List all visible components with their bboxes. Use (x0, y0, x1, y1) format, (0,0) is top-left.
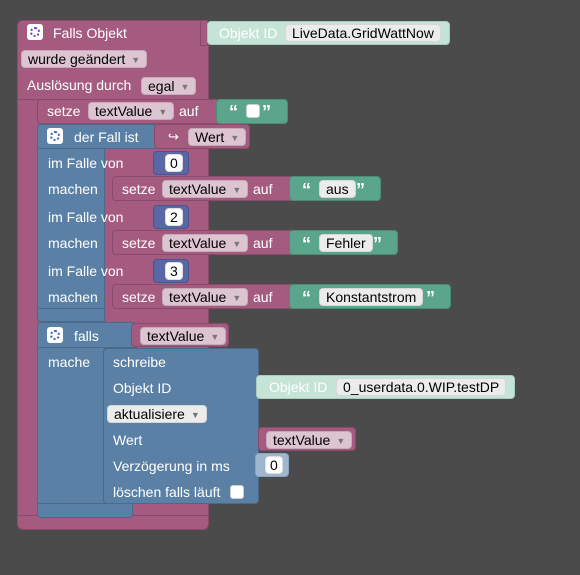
case-set-variable-label-2: textValue (169, 235, 227, 251)
case-label-2: im Falle von (48, 209, 124, 225)
write-mode-dropdown[interactable]: aktualisiere ▼ (107, 405, 207, 423)
chevron-down-icon: ▼ (190, 410, 200, 420)
close-quote-icon: ” (262, 102, 271, 122)
open-quote-icon: “ (229, 102, 238, 122)
set-initial-variable-dropdown[interactable]: textValue ▼ (88, 102, 175, 120)
case-text-2[interactable]: Fehler (319, 234, 373, 252)
case-do-label-1: machen (48, 181, 98, 197)
case-set-auf-3: auf (253, 289, 273, 305)
set-initial-auf: auf (179, 103, 199, 119)
case-label-3: im Falle von (48, 263, 124, 279)
if-block[interactable] (37, 322, 105, 518)
case-value-1[interactable]: 0 (165, 154, 183, 172)
write-block[interactable] (103, 348, 259, 504)
gear-icon[interactable] (47, 128, 63, 144)
gear-icon[interactable] (27, 24, 43, 40)
close-quote-icon: ” (426, 288, 435, 308)
case-set-variable-label-3: textValue (169, 289, 227, 305)
chevron-down-icon: ▼ (232, 239, 242, 249)
write-oid-value[interactable]: 0_userdata.0.WIP.testDP (336, 378, 507, 396)
case-text-1[interactable]: aus (319, 180, 356, 198)
chevron-down-icon: ▼ (232, 185, 242, 195)
case-set-variable-3[interactable]: textValue ▼ (162, 288, 249, 306)
gear-icon[interactable] (47, 327, 63, 343)
case-set-setze-1: setze (122, 181, 156, 197)
case-value-3[interactable]: 3 (165, 262, 183, 280)
switch-block-footer[interactable] (37, 308, 105, 322)
case-do-label-2: machen (48, 235, 98, 251)
write-value-variable-label: textValue (273, 432, 331, 448)
chevron-down-icon: ▼ (158, 107, 168, 117)
trigger-by-dropdown[interactable]: egal ▼ (141, 77, 197, 95)
chevron-down-icon: ▼ (336, 436, 346, 446)
write-value-variable[interactable]: textValue ▼ (266, 431, 353, 449)
empty-text-field[interactable] (246, 104, 260, 118)
write-clear-label: löschen falls läuft (113, 484, 221, 500)
write-mode-label: aktualisiere (114, 406, 185, 422)
write-title: schreibe (113, 354, 166, 370)
case-set-auf-2: auf (253, 235, 273, 251)
if-mache-label: mache (48, 354, 91, 370)
trigger-by-label: Auslösung durch (27, 77, 132, 93)
case-label-1: im Falle von (48, 155, 124, 171)
open-quote-icon: “ (302, 180, 311, 200)
if-falls-label: falls (74, 328, 99, 344)
write-delay-value[interactable]: 0 (265, 456, 283, 474)
close-quote-icon: ” (373, 234, 382, 254)
case-set-setze-2: setze (122, 235, 156, 251)
switch-block[interactable] (37, 124, 105, 320)
write-clear-checkbox[interactable] (230, 485, 244, 499)
case-set-variable-1[interactable]: textValue ▼ (162, 180, 249, 198)
write-oid-label: Objekt ID (113, 380, 172, 396)
chevron-down-icon: ▼ (180, 82, 190, 92)
trigger-by-dropdown-label: egal (148, 78, 175, 94)
case-text-3[interactable]: Konstantstrom (319, 288, 424, 306)
write-delay-label: Verzögerung in ms (113, 458, 230, 474)
write-oid-block-label: Objekt ID (269, 379, 328, 395)
chevron-down-icon: ▼ (131, 55, 141, 65)
close-quote-icon: ” (356, 180, 365, 200)
switch-value-label: Wert (195, 129, 225, 145)
write-value-label: Wert (113, 432, 143, 448)
if-condition-variable-label: textValue (147, 328, 205, 344)
case-set-setze-3: setze (122, 289, 156, 305)
trigger-dropdown[interactable]: wurde geändert ▼ (21, 50, 148, 68)
set-initial-variable-label: textValue (95, 103, 153, 119)
case-set-variable-2[interactable]: textValue ▼ (162, 234, 249, 252)
if-condition-variable[interactable]: textValue ▼ (140, 327, 227, 345)
open-quote-icon: “ (302, 234, 311, 254)
if-block-footer[interactable] (37, 503, 133, 518)
chevron-down-icon: ▼ (232, 293, 242, 303)
set-initial-setze: setze (47, 103, 81, 119)
event-oid-value[interactable]: LiveData.GridWattNow (285, 24, 441, 42)
case-do-label-3: machen (48, 289, 98, 305)
event-oid-label: Objekt ID (219, 25, 278, 41)
case-value-2[interactable]: 2 (165, 208, 183, 226)
event-title: Falls Objekt (53, 25, 127, 41)
case-set-auf-1: auf (253, 181, 273, 197)
chevron-down-icon: ▼ (230, 133, 240, 143)
open-quote-icon: “ (302, 288, 311, 308)
switch-value-glyph: ↪ (168, 129, 179, 144)
chevron-down-icon: ▼ (210, 332, 220, 342)
case-set-variable-label-1: textValue (169, 181, 227, 197)
trigger-dropdown-label: wurde geändert (28, 51, 126, 67)
switch-value-dropdown[interactable]: Wert ▼ (188, 128, 247, 146)
switch-label: der Fall ist (74, 129, 139, 145)
